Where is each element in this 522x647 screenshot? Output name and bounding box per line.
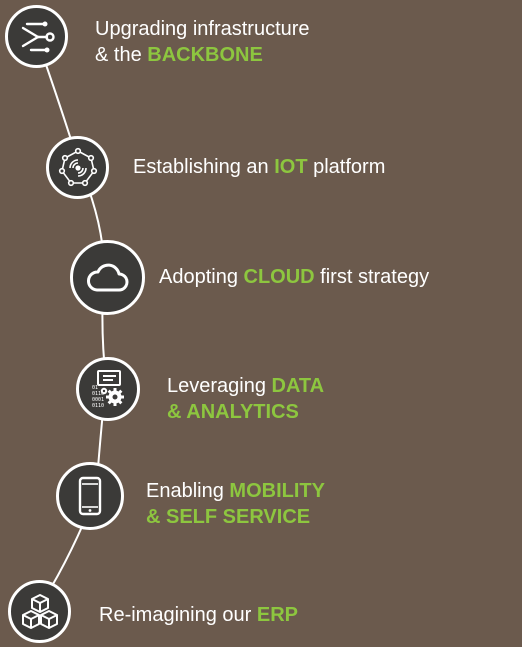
step-2-text-post: platform — [307, 156, 386, 178]
step-1-node — [5, 5, 68, 68]
step-5-node — [56, 462, 124, 530]
step-1-label: Upgrading infrastructure & the BACKBONE — [95, 16, 310, 68]
step-1-text-line2: & the — [95, 44, 148, 66]
network-nodes-icon — [21, 21, 55, 52]
step-5-highlight: MOBILITY — [229, 480, 325, 502]
step-6-label: Re-imagining our ERP — [99, 602, 298, 628]
step-4-label: Leveraging DATA & ANALYTICS — [167, 373, 324, 425]
step-4-highlight: DATA — [271, 375, 325, 397]
step-2-text: Establishing an — [133, 156, 275, 178]
step-2-highlight: IOT — [274, 156, 308, 178]
step-4-node: 01 0110 0001 0110 — [76, 357, 140, 421]
step-3-label: Adopting CLOUD first strategy — [159, 264, 429, 290]
mobile-phone-icon — [78, 476, 102, 516]
binary-row-3: 0001 — [92, 397, 104, 403]
data-analytics-icon: 01 0110 0001 0110 — [92, 370, 124, 409]
erp-cubes-icon — [21, 593, 58, 629]
step-3-highlight: CLOUD — [243, 266, 315, 288]
step-6-node — [8, 580, 71, 643]
step-3-text-post: first strategy — [314, 266, 430, 288]
step-2-label: Establishing an IOT platform — [133, 154, 385, 180]
iot-sensor-icon — [58, 147, 97, 186]
step-6-text: Re-imagining our — [99, 604, 257, 626]
binary-row-1: 01 — [92, 385, 98, 391]
step-2-node — [46, 136, 109, 199]
step-3-node — [70, 240, 145, 315]
step-1-text: Upgrading infrastructure — [95, 18, 310, 40]
step-5-label: Enabling MOBILITY & SELF SERVICE — [146, 478, 325, 530]
step-1-highlight: BACKBONE — [147, 44, 263, 66]
step-5-text: Enabling — [146, 480, 230, 502]
step-4-highlight-line2: & ANALYTICS — [167, 401, 299, 423]
step-5-highlight-line2: & SELF SERVICE — [146, 506, 311, 528]
binary-row-4: 0110 — [92, 403, 104, 409]
cloud-icon — [86, 263, 128, 291]
step-6-highlight: ERP — [256, 604, 298, 626]
binary-row-2: 0110 — [92, 391, 104, 397]
step-3-text: Adopting — [159, 266, 244, 288]
step-4-text: Leveraging — [167, 375, 272, 397]
